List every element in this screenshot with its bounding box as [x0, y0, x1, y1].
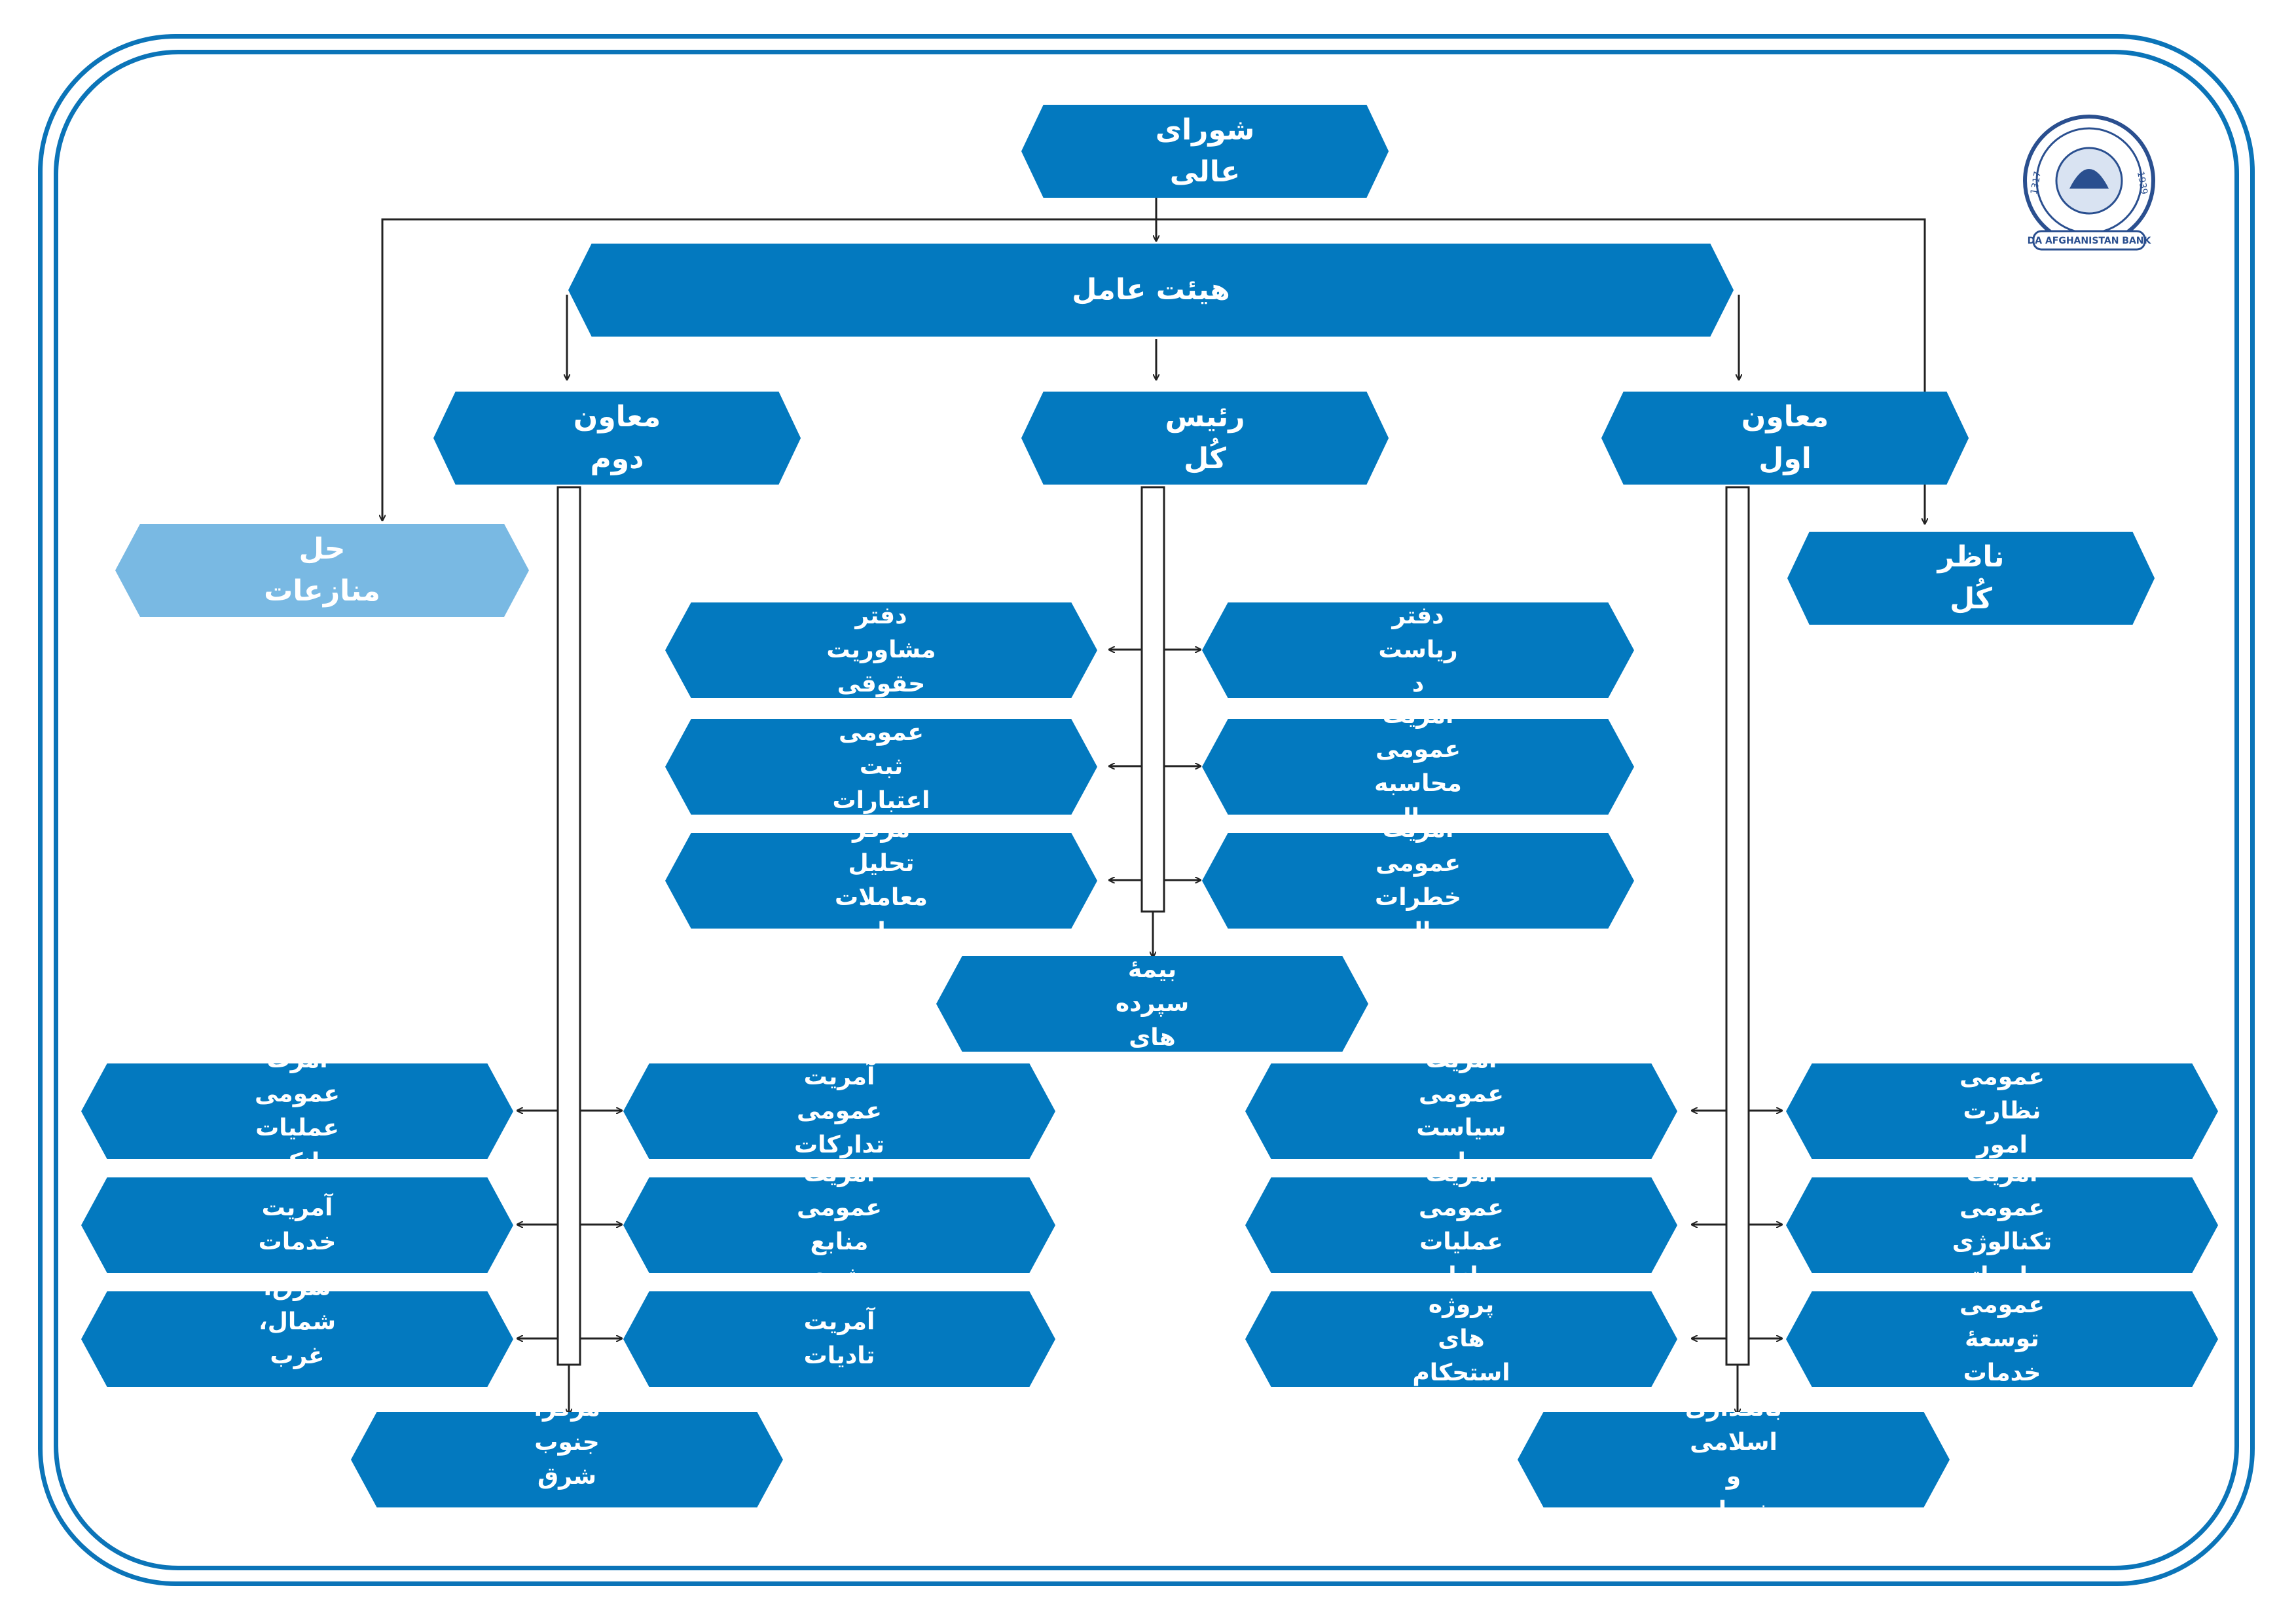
first-deputy-node: معاون اول	[1601, 392, 1969, 485]
outer-frame	[38, 34, 2255, 1586]
governor-node: رئیس کُل	[1021, 392, 1389, 485]
inspector-general-node: ناظر کُل	[1787, 532, 2155, 625]
financial-services-dev-node: آمریت عمومی توسعۀ خدمات مالی	[1786, 1291, 2218, 1387]
accounting-finance-node: آمریت عمومی محاسبه و مالی	[1202, 719, 1634, 815]
inner-frame	[54, 50, 2239, 1570]
monetary-policy-node: آمریت عمومی سیاست پولی	[1245, 1063, 1677, 1159]
payments-node: آمریت تادیات	[623, 1291, 1055, 1387]
financial-intelligence-node: آمریت عمومی مرکز تحلیل معاملات و راپور ه…	[665, 833, 1097, 929]
market-operations-node: آمریت عمومی عملیات بازار	[1245, 1177, 1677, 1273]
council-node: شورای عالی	[1021, 105, 1389, 198]
deposit-insurance-node: آمریت بیمۀ سپرده های افغان	[936, 956, 1368, 1052]
banking-operations-node: آمرت عمومی عملیات بانکی	[81, 1063, 513, 1159]
dispute-commission-node: کمیسیون حل منازعات مالی	[115, 524, 529, 617]
logo-label: DA AFGHANISTAN BANK	[2028, 236, 2152, 246]
central-zone-node: آمریت زون مرکز، جنوب شرق و شمال شرق	[351, 1412, 783, 1507]
islamic-banking-node: آمریت بانکداری اسلامی و خدمات اسلامی	[1518, 1412, 1950, 1507]
financial-supervision-node: آمریت عمومی نظارت امور مالی	[1786, 1063, 2218, 1159]
services-node: آمریت خدمات	[81, 1177, 513, 1273]
bank-seal-logo: DA AFGHANISTAN BANK 1317 1939	[2023, 115, 2155, 251]
procurement-node: آمریت عمومی تدارکات	[623, 1063, 1055, 1159]
financial-risk-node: آمریت عمومی خطرات مالی	[1202, 833, 1634, 929]
logo-year-left: 1317	[2029, 170, 2043, 195]
second-deputy-node: معاون دوم	[433, 392, 801, 485]
executive-board-node: هیئت عامل	[568, 244, 1734, 337]
logo-year-right: 1939	[2135, 170, 2149, 195]
gov-office-node: آمریت عمومی دفتر ریاست د افغانستان بانک	[1202, 602, 1634, 698]
public-credit-registry-node: آمریت عمومی ثبت اعتبارات عامه	[665, 719, 1097, 815]
it-node: آمریت عمومی تکنالوژی معلوماتی	[1786, 1177, 2218, 1273]
east-north-west-zone-node: آمریت زون شرق، شمال، غرب و جنوب غرب	[81, 1291, 513, 1387]
legal-advisory-node: دفتر مشاوریت حقوقی	[665, 602, 1097, 698]
financial-sector-projects-node: آمریت عمومی پروژه های استحکام سکتور مالی	[1245, 1291, 1677, 1387]
human-resources-node: آمریت عمومی منابع بشری	[623, 1177, 1055, 1273]
